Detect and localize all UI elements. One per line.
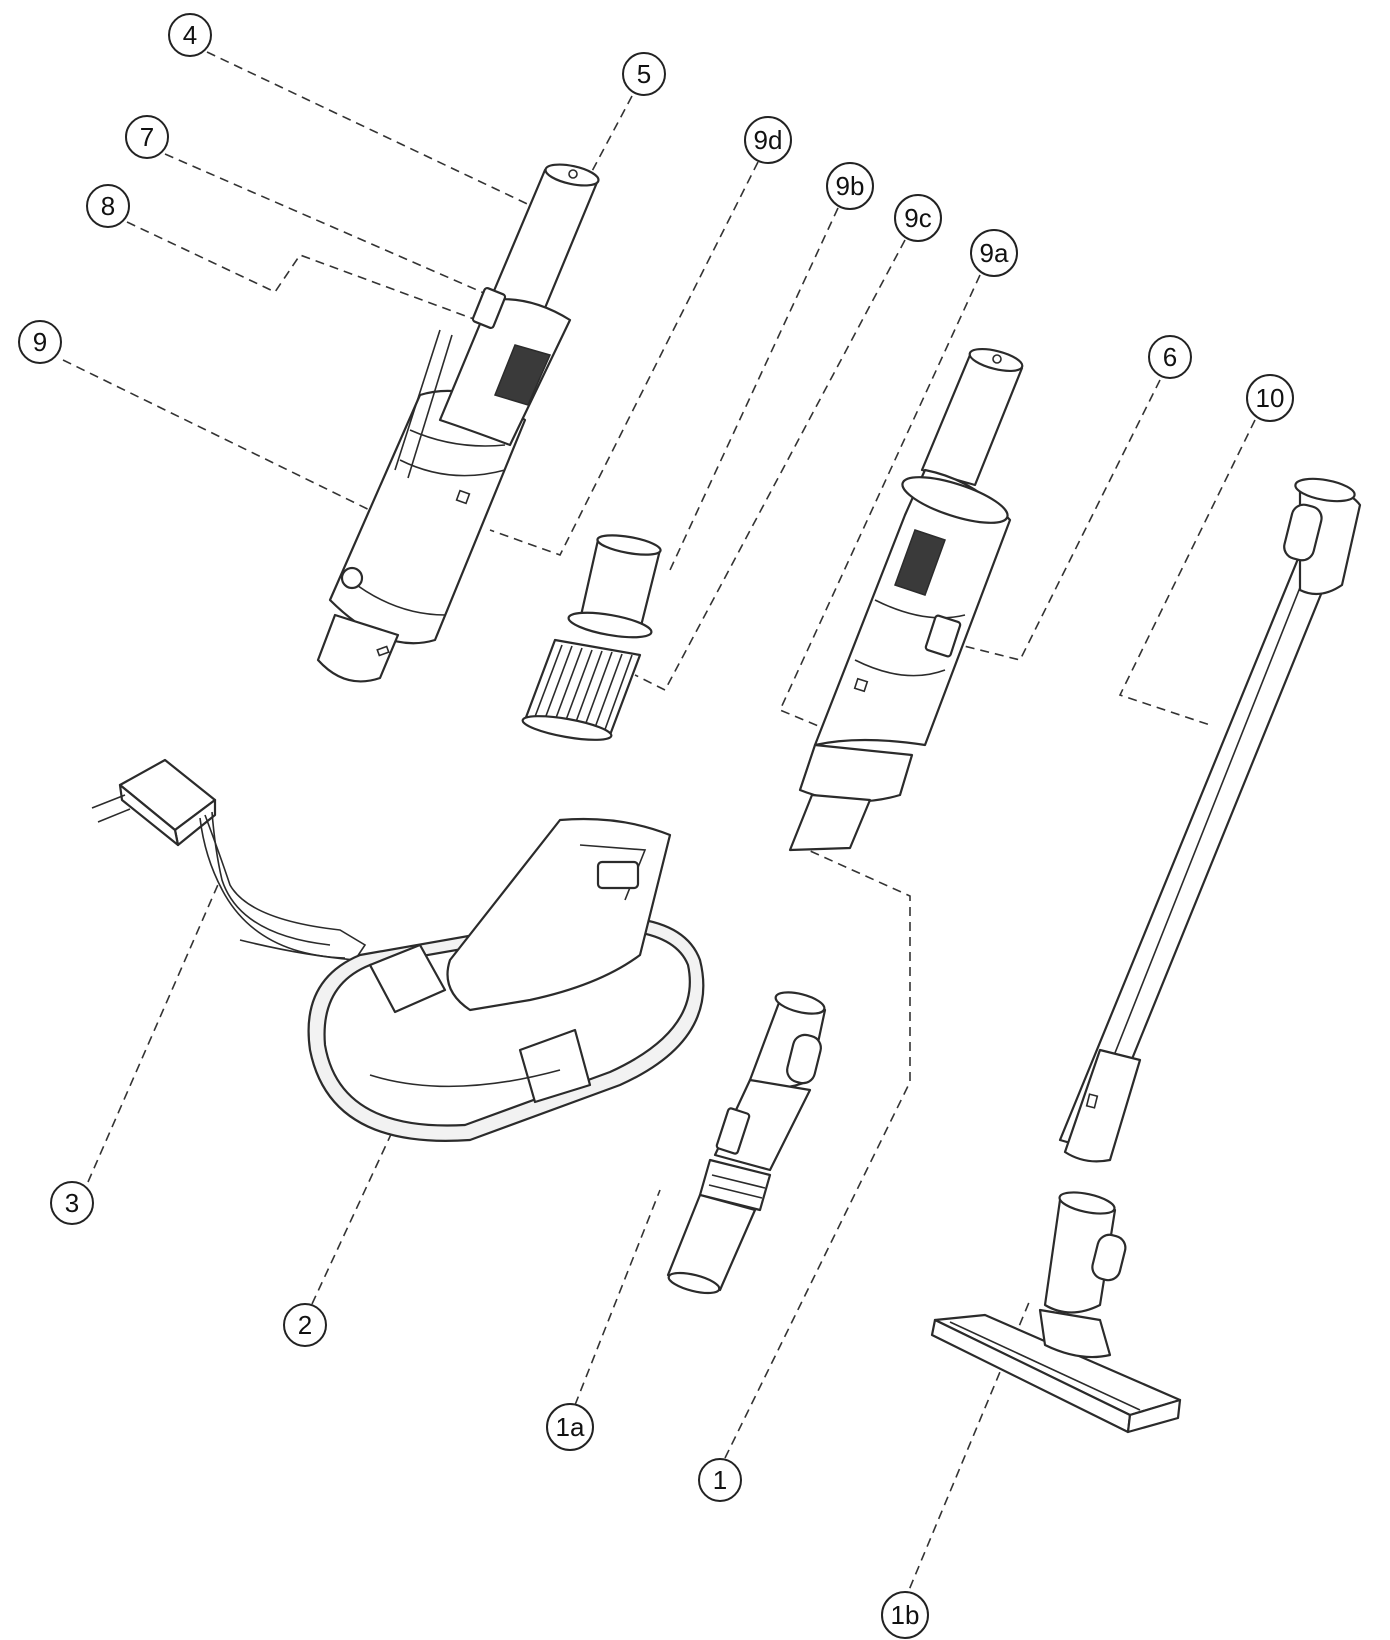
callout-label-1: 1 xyxy=(713,1465,727,1495)
callout-label-9a: 9a xyxy=(980,238,1009,268)
callout-label-1b: 1b xyxy=(891,1600,920,1630)
leader-9 xyxy=(62,359,391,521)
extension-wand xyxy=(1058,477,1362,1163)
callout-label-8: 8 xyxy=(101,191,115,221)
callout-1b: 1b xyxy=(881,1591,929,1639)
callout-label-6: 6 xyxy=(1163,342,1177,372)
callout-label-9: 9 xyxy=(33,327,47,357)
leader-5 xyxy=(589,95,633,176)
callout-9b: 9b xyxy=(826,162,874,210)
leader-1a xyxy=(574,1189,661,1406)
callout-1a: 1a xyxy=(546,1403,594,1451)
callout-label-9b: 9b xyxy=(836,171,865,201)
callout-label-7: 7 xyxy=(140,122,154,152)
callout-label-9d: 9d xyxy=(754,125,783,155)
callout-label-5: 5 xyxy=(637,59,651,89)
callout-4: 4 xyxy=(168,13,212,57)
charging-dock xyxy=(307,817,705,1142)
handheld-unit-left xyxy=(316,163,600,683)
callout-2: 2 xyxy=(283,1303,327,1347)
callout-label-3: 3 xyxy=(65,1188,79,1218)
callout-label-10: 10 xyxy=(1256,383,1285,413)
callout-3: 3 xyxy=(50,1181,94,1225)
leader-2 xyxy=(311,1114,401,1305)
leader-9b xyxy=(669,207,839,571)
callout-label-2: 2 xyxy=(298,1310,312,1340)
floor-brush-head xyxy=(930,1191,1182,1434)
callout-label-4: 4 xyxy=(183,20,197,50)
callout-6: 6 xyxy=(1148,335,1192,379)
leader-1 xyxy=(724,849,911,1459)
filter-assembly xyxy=(521,534,662,741)
adapter-tool xyxy=(666,991,827,1295)
callout-10: 10 xyxy=(1246,374,1294,422)
callout-label-9c: 9c xyxy=(904,203,931,233)
callout-label-1a: 1a xyxy=(556,1412,585,1442)
leader-8 xyxy=(126,221,491,326)
leader-9d xyxy=(489,161,759,556)
leader-7 xyxy=(164,153,501,301)
callout-9: 9 xyxy=(18,320,62,364)
callout-8: 8 xyxy=(86,184,130,228)
leader-3 xyxy=(87,879,221,1183)
leader-4 xyxy=(206,51,541,211)
callout-1: 1 xyxy=(698,1458,742,1502)
handheld-unit-right xyxy=(788,347,1024,852)
charger-adapter xyxy=(91,758,367,961)
leader-10 xyxy=(1118,419,1256,726)
callout-9d: 9d xyxy=(744,116,792,164)
callout-9a: 9a xyxy=(970,229,1018,277)
leader-9c xyxy=(634,239,906,692)
callout-9c: 9c xyxy=(894,194,942,242)
callout-5: 5 xyxy=(622,52,666,96)
callout-7: 7 xyxy=(125,115,169,159)
